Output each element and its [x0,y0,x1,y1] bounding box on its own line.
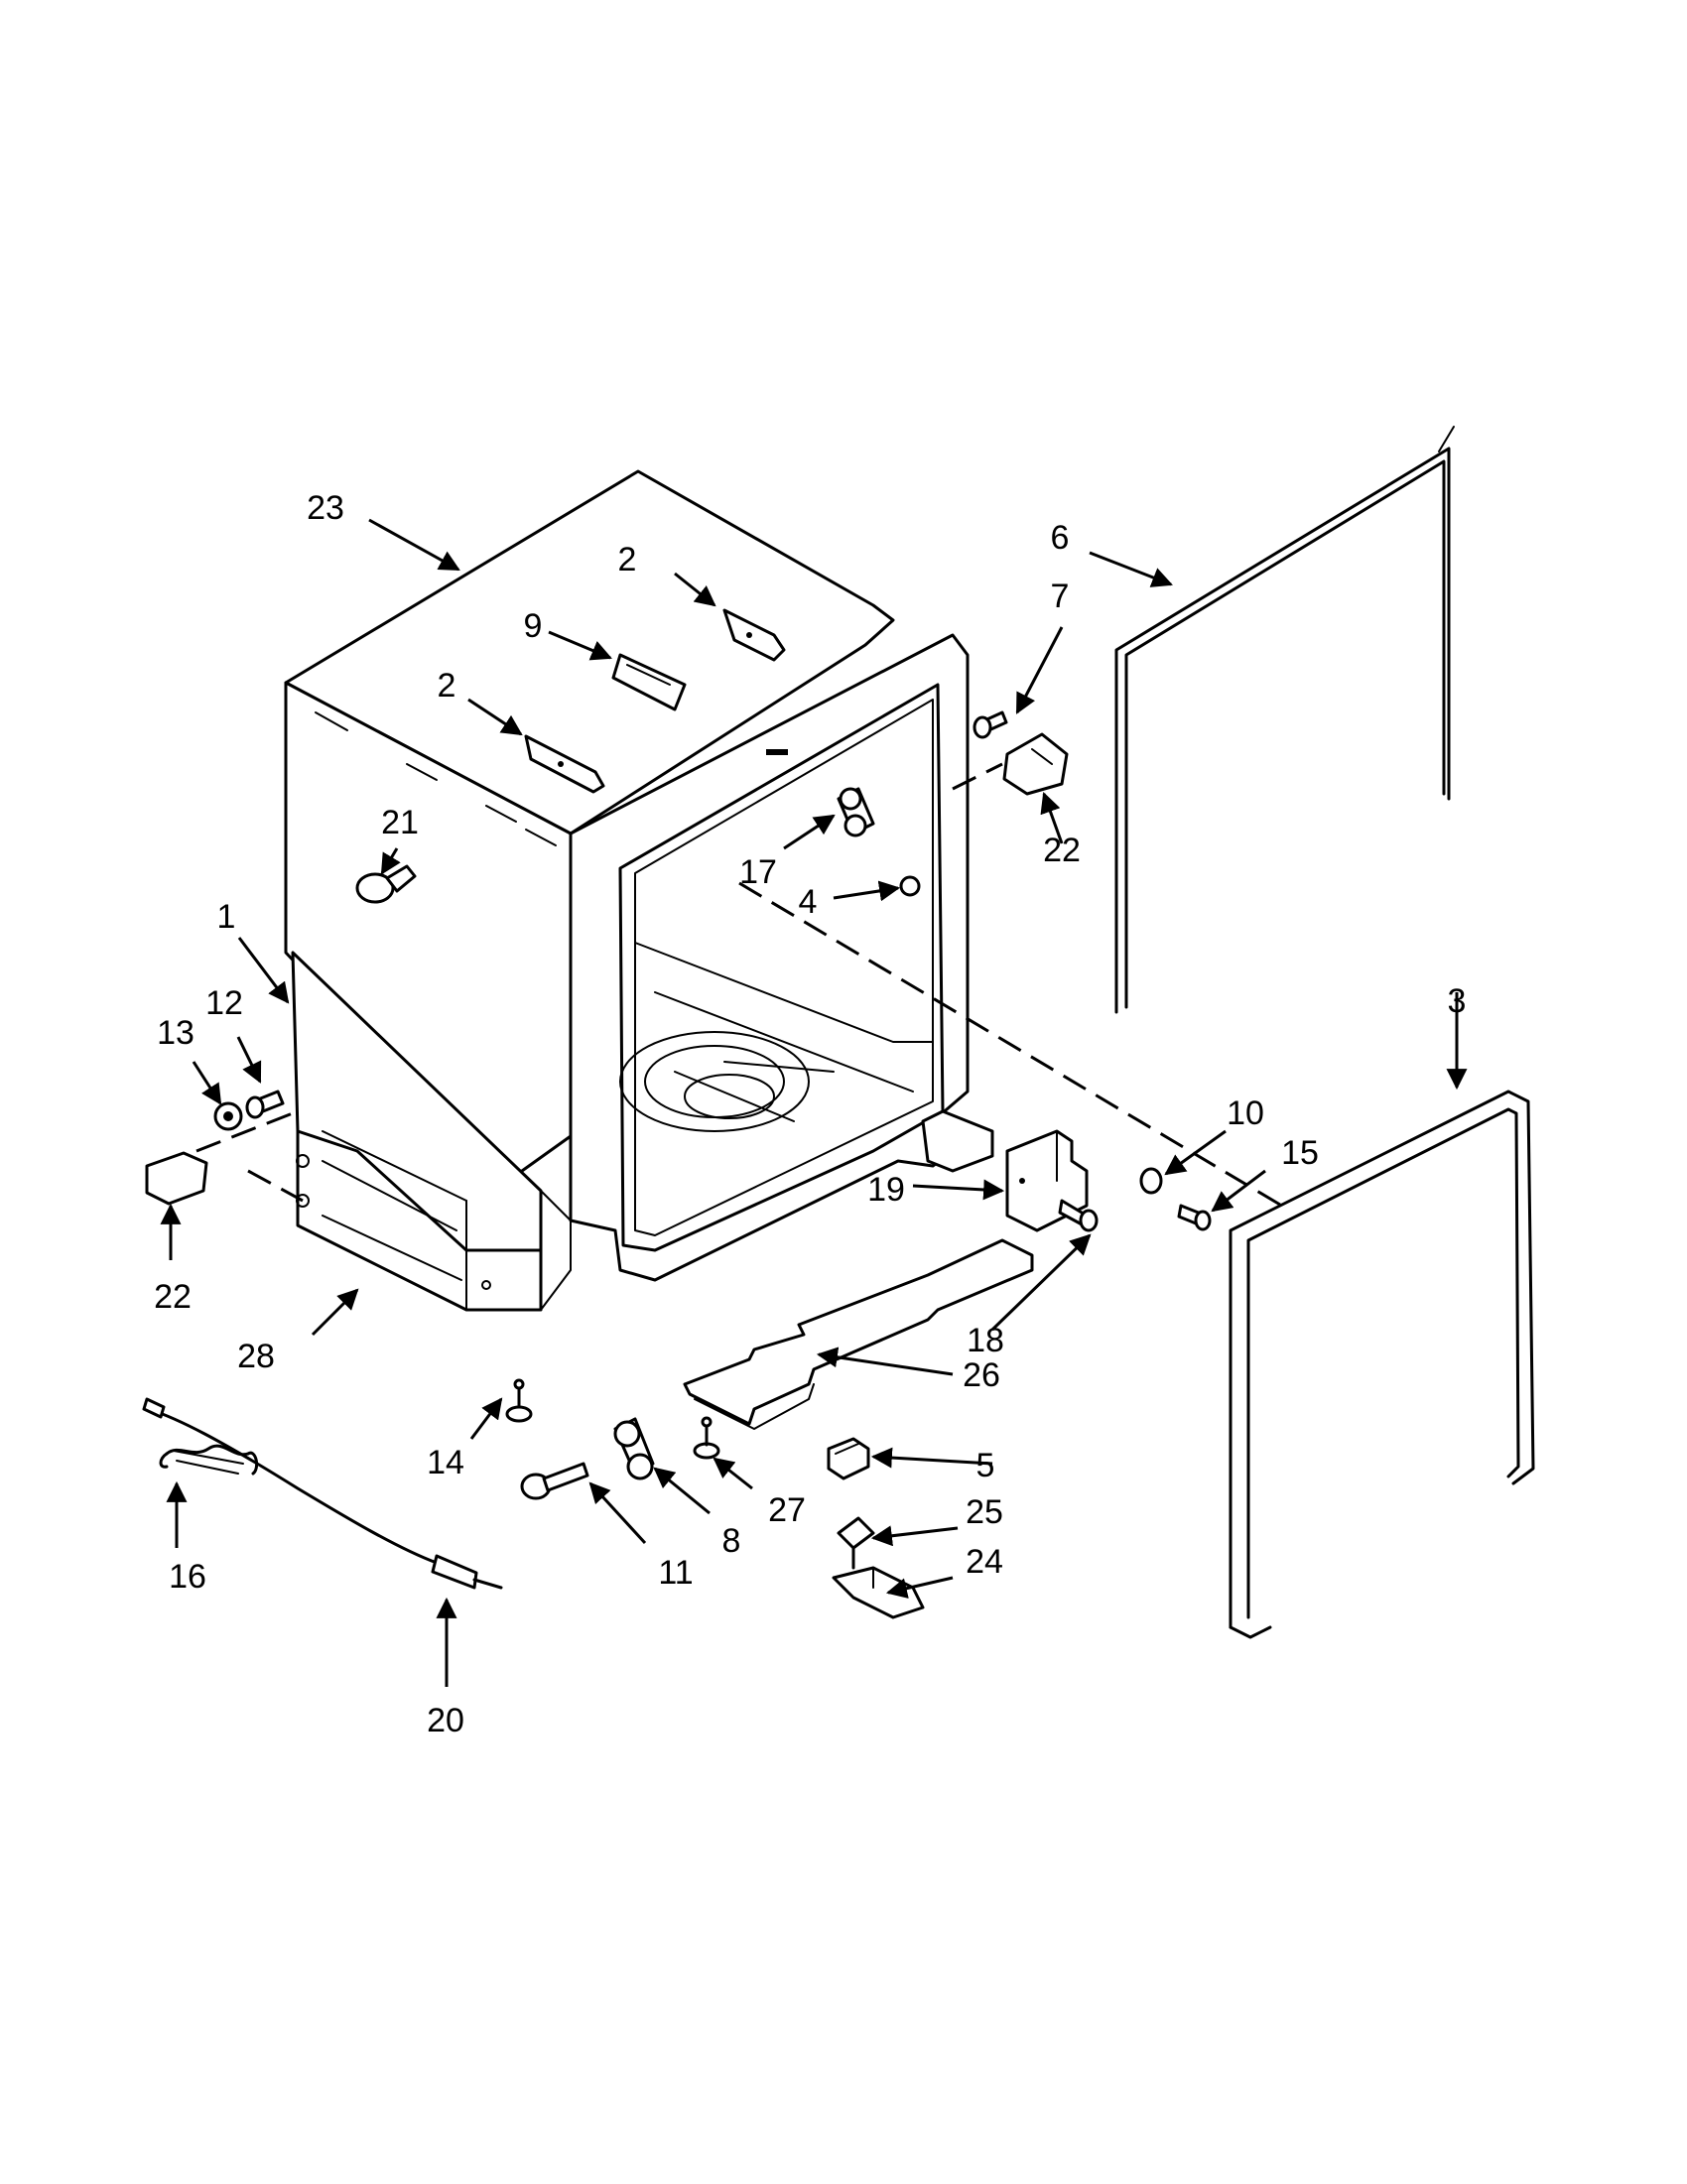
wheel-bracket-17 [837,787,875,837]
callout-5: 5 [976,1447,995,1484]
tub-front-frame [569,633,970,1282]
callout-4: 4 [799,883,818,921]
switch-5 [827,1437,870,1480]
callout-2-top: 2 [618,541,637,578]
alignment-line-main [738,881,1291,1213]
clip-9 [611,653,687,711]
callout-16: 16 [169,1558,206,1596]
callout-3: 3 [1448,982,1467,1020]
vent-gasket-3 [1229,1090,1535,1639]
callout-15: 15 [1281,1134,1319,1172]
callout-18: 18 [967,1322,1004,1359]
screw-12 [245,1090,285,1119]
callout-22-right: 22 [1043,832,1081,869]
callout-21: 21 [381,804,419,841]
leveling-leg-14 [505,1378,533,1423]
callout-11: 11 [658,1554,693,1592]
callout-28: 28 [237,1338,275,1375]
callout-23: 23 [307,489,344,527]
door-spring-16 [159,1444,259,1476]
callout-6: 6 [1051,519,1070,557]
tub-gasket-6 [1114,426,1455,1014]
callout-26: 26 [963,1356,1000,1394]
leveling-leg-27 [693,1416,720,1460]
toe-panel-26 [683,1238,1034,1430]
callout-24: 24 [966,1543,1003,1581]
callout-9: 9 [524,607,543,645]
callout-labels: 23 2 9 2 21 1 12 13 22 28 14 16 20 11 8 … [154,489,1466,1739]
callout-10: 10 [1227,1094,1264,1132]
screw-18 [1058,1199,1099,1232]
bracket-24 [832,1566,925,1619]
hinge-bracket-2-front [524,734,605,794]
side-bracket-22-right [1002,732,1069,796]
screw-15 [1177,1204,1212,1231]
callout-25: 25 [966,1493,1003,1531]
callout-27: 27 [768,1491,806,1529]
alignment-line-base [247,1169,304,1203]
callout-14: 14 [427,1444,464,1481]
bumper-4 [899,875,921,897]
callout-7: 7 [1051,578,1070,615]
tub-assembly [284,469,994,1312]
leader-lines [160,518,1468,1687]
float-25 [837,1516,875,1570]
wheel-bracket-8 [613,1417,655,1480]
callout-8: 8 [722,1522,741,1560]
door-cable-20 [142,1397,503,1590]
washer-10 [1139,1167,1163,1195]
callout-1: 1 [217,898,236,936]
alignment-line-top [952,762,1003,791]
alignment-line-left [195,1109,299,1153]
callout-17: 17 [739,853,777,891]
callout-2-mid: 2 [438,667,456,705]
screw-7 [973,710,1008,739]
wheel-13 [213,1101,243,1131]
hinge-bracket-2-rear [722,608,786,662]
callout-19: 19 [867,1171,905,1209]
callout-13: 13 [157,1014,195,1052]
screw-11 [520,1462,589,1500]
callout-20: 20 [427,1702,464,1739]
tub-door-opening [618,683,945,1252]
callout-22-left: 22 [154,1278,192,1316]
side-bracket-22-left [145,1151,208,1206]
callout-12: 12 [205,984,243,1022]
